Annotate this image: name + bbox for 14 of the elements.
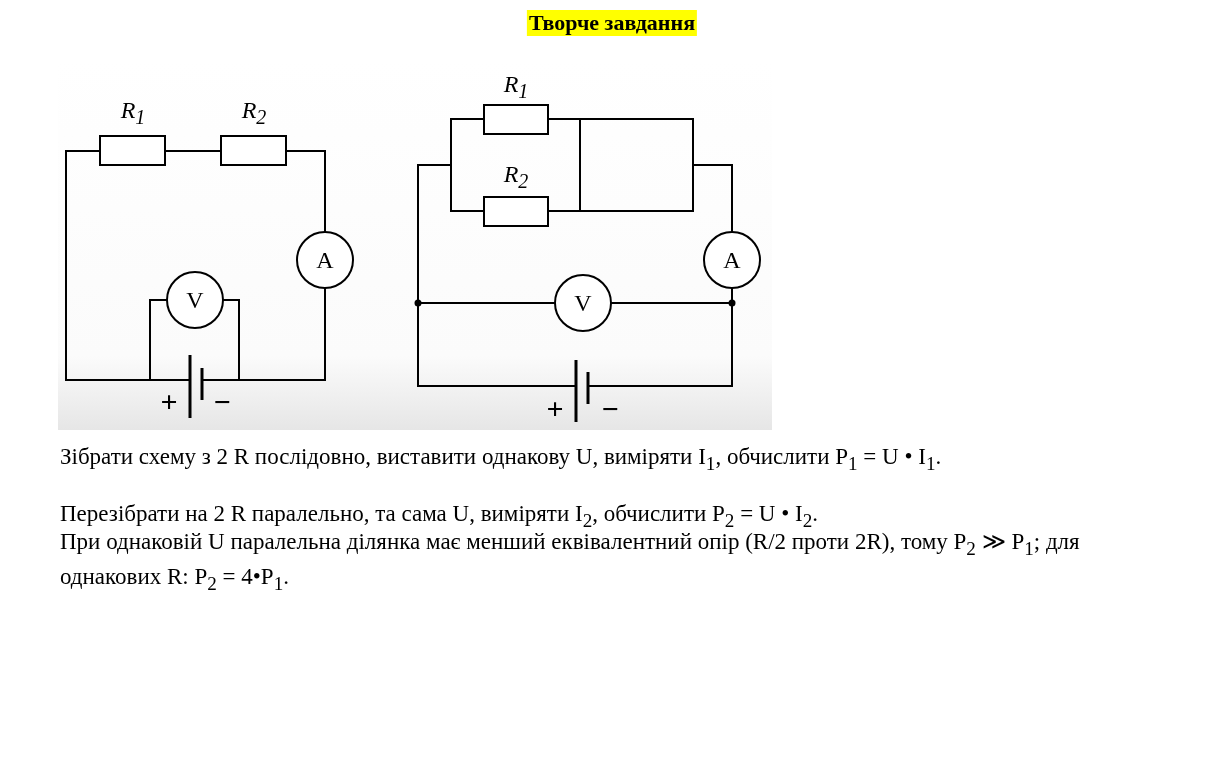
- polarity-sign: +: [160, 390, 178, 414]
- component-label: R$_{1}$: [503, 72, 529, 103]
- meter-label: V: [186, 288, 204, 312]
- meter-label: A: [723, 248, 741, 272]
- component-label: R$_{2}$: [241, 98, 267, 129]
- polarity-sign: −: [213, 390, 231, 414]
- component-label: R$_{2}$: [503, 162, 529, 193]
- polarity-sign: −: [601, 397, 619, 421]
- meter-label: A: [316, 248, 334, 272]
- meter-label: V: [574, 291, 592, 315]
- title: Творче завдання: [526, 10, 698, 36]
- polarity-sign: +: [546, 397, 564, 421]
- paragraph: Зібрати схему з 2 R послідовно, виставити однакову U, виміряти I$_{1}$, обчислити P$_{1}$ = U • I$_{1}$.: [60, 443, 943, 476]
- component-label: R$_{1}$: [120, 98, 146, 129]
